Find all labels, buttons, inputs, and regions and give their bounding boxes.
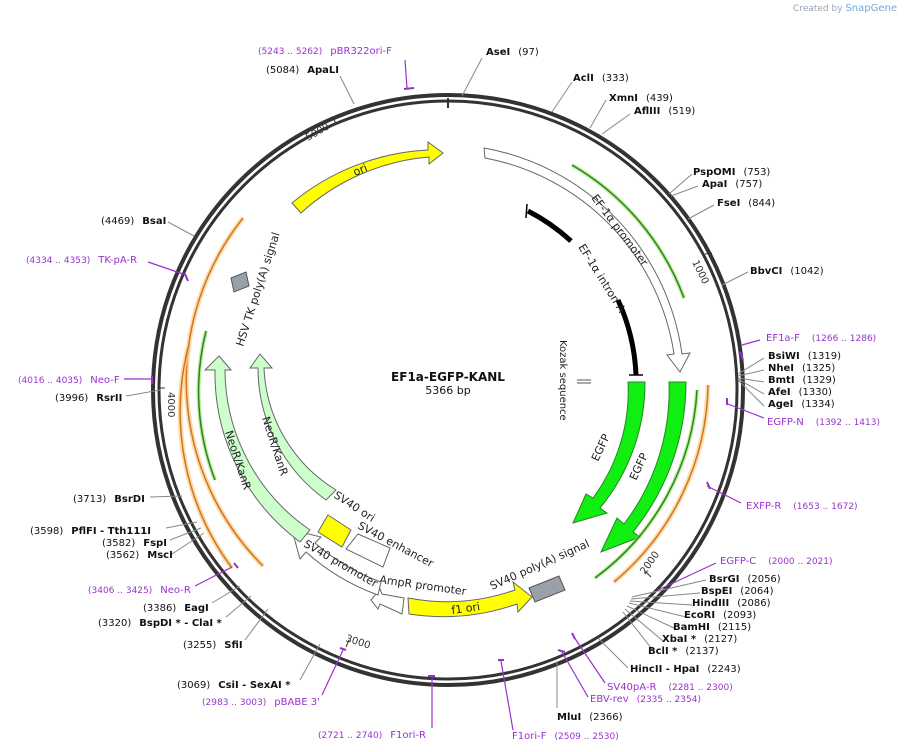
feature-ef1a-intron[interactable] <box>526 208 573 243</box>
site-label[interactable]: (3713)BsrDI <box>73 494 145 505</box>
site-label[interactable]: FseI(844) <box>717 198 775 209</box>
site-label[interactable]: (3255)SfiI <box>183 640 243 651</box>
site-label[interactable]: (5084)ApaLI <box>266 65 339 76</box>
site-label[interactable]: BsiWI(1319) <box>768 351 841 362</box>
site-label[interactable]: (3996)RsrII <box>55 393 122 404</box>
site-label[interactable]: ApaI(757) <box>702 179 762 190</box>
site-label[interactable]: BbvCI(1042) <box>750 266 824 277</box>
primer-label[interactable]: (2721 .. 2740)F1ori-R <box>318 730 426 741</box>
site-label[interactable]: HindIII(2086) <box>692 598 771 609</box>
primer-label[interactable]: (5243 .. 5262)pBR322ori-F <box>258 46 392 57</box>
site-label[interactable]: BmtI(1329) <box>768 375 836 386</box>
feature-label-neor-outer: NeoR/KanR <box>222 429 253 492</box>
primer-label[interactable]: (4334 .. 4353)TK-pA-R <box>26 255 137 266</box>
feature-ori[interactable] <box>291 141 444 214</box>
site-label[interactable]: (3598)PflFI - Tth111I <box>30 526 151 537</box>
feature-ef1a-promoter[interactable] <box>483 147 691 373</box>
site-label[interactable]: MluI(2366) <box>557 712 623 723</box>
site-label[interactable]: AgeI(1334) <box>768 399 835 410</box>
site-label[interactable]: EcoRI(2093) <box>684 610 756 621</box>
primer-markers <box>124 59 765 731</box>
primer-regions <box>177 163 711 584</box>
primer-label[interactable]: EBV-rev(2335 .. 2354) <box>590 694 701 705</box>
site-labels-left: (3069)CsiI - SexAI * (3255)SfiI (3320)Bs… <box>30 65 339 691</box>
feature-ampr-promoter[interactable] <box>370 588 405 615</box>
site-label[interactable]: (3320)BspDI * - ClaI * <box>98 618 223 629</box>
site-label[interactable]: (3562)MscI <box>106 550 173 561</box>
feature-sv40-polya[interactable] <box>528 575 566 603</box>
feature-label-egfp-inner: EGFP <box>589 432 613 464</box>
site-label[interactable]: HincII - HpaI(2243) <box>630 664 741 675</box>
site-label[interactable]: AfeI(1330) <box>768 387 832 398</box>
feature-sv40-enhancer[interactable] <box>345 533 391 568</box>
ruler-label-4000: 4000 <box>165 392 176 417</box>
feature-neor-outer[interactable] <box>203 355 311 543</box>
site-label[interactable]: BclI *(2137) <box>648 646 719 657</box>
site-label[interactable]: BspEI(2064) <box>701 586 774 597</box>
feature-sv40-ori[interactable] <box>317 514 352 548</box>
site-label[interactable]: BsrGI(2056) <box>709 574 781 585</box>
site-label[interactable]: (3069)CsiI - SexAI * <box>177 680 291 691</box>
features: EF-1α promoter EF-1α intron A Kozak sequ… <box>203 141 691 618</box>
site-label[interactable]: XmnI(439) <box>609 93 673 104</box>
feature-hsv-tk-polya[interactable] <box>230 271 250 293</box>
site-label[interactable]: (3582)FspI <box>102 538 167 549</box>
site-label[interactable]: (4469)BsaI <box>101 216 166 227</box>
snapgene-logo: SnapGene <box>845 3 897 14</box>
site-labels: AseI(97) AclI(333) XmnI(439) AflIII(519)… <box>486 47 841 723</box>
snapgene-credit: Created by SnapGene <box>793 3 897 14</box>
primer-label[interactable]: EGFP-C(2000 .. 2021) <box>720 556 833 567</box>
feature-label-ef1a-intron: EF-1α intron A <box>575 242 628 316</box>
site-label[interactable]: AclI(333) <box>573 73 629 84</box>
ruler-label-3000: 3000 <box>344 633 372 651</box>
feature-f1-ori[interactable] <box>407 580 533 618</box>
credit-prefix: Created by <box>793 4 843 14</box>
feature-neor-inner[interactable] <box>249 353 337 501</box>
plasmid-name: EF1a-EGFP-KANL <box>391 370 505 384</box>
feature-label-sv40-ori: SV40 ori <box>331 489 377 525</box>
feature-egfp-outer[interactable] <box>600 381 687 553</box>
primer-labels: (5243 .. 5262)pBR322ori-F EF1a-F(1266 ..… <box>18 46 880 742</box>
site-leaders <box>125 57 765 708</box>
primer-label[interactable]: EXFP-R(1653 .. 1672) <box>746 501 858 512</box>
feature-label-ori: ori <box>351 161 369 178</box>
site-label[interactable]: BamHI(2115) <box>673 622 751 633</box>
site-label[interactable]: XbaI *(2127) <box>662 634 737 645</box>
site-label[interactable]: AseI(97) <box>486 47 539 58</box>
plasmid-size: 5366 bp <box>425 384 470 397</box>
primer-label[interactable]: F1ori-F(2509 .. 2530) <box>512 731 619 742</box>
primer-label[interactable]: (2983 .. 3003)pBABE 3' <box>202 697 320 708</box>
primer-label[interactable]: EGFP-N(1392 .. 1413) <box>767 417 880 428</box>
site-label[interactable]: PspOMI(753) <box>693 167 770 178</box>
site-label[interactable]: NheI(1325) <box>768 363 835 374</box>
primer-label[interactable]: (3406 .. 3425)Neo-R <box>88 585 191 596</box>
primer-label[interactable]: (4016 .. 4035)Neo-F <box>18 375 120 386</box>
feature-egfp-inner[interactable] <box>572 381 646 524</box>
site-label[interactable]: (3386)EagI <box>143 603 209 614</box>
feature-label-kozak: Kozak sequence <box>557 340 568 421</box>
feature-label-ampr-promoter: AmpR promoter <box>379 573 468 598</box>
primer-label[interactable]: EF1a-F(1266 .. 1286) <box>766 333 876 344</box>
site-label[interactable]: AflIII(519) <box>634 106 695 117</box>
primer-label[interactable]: SV40pA-R(2281 .. 2300) <box>607 682 733 693</box>
feature-label-f1-ori: f1 ori <box>451 600 481 617</box>
